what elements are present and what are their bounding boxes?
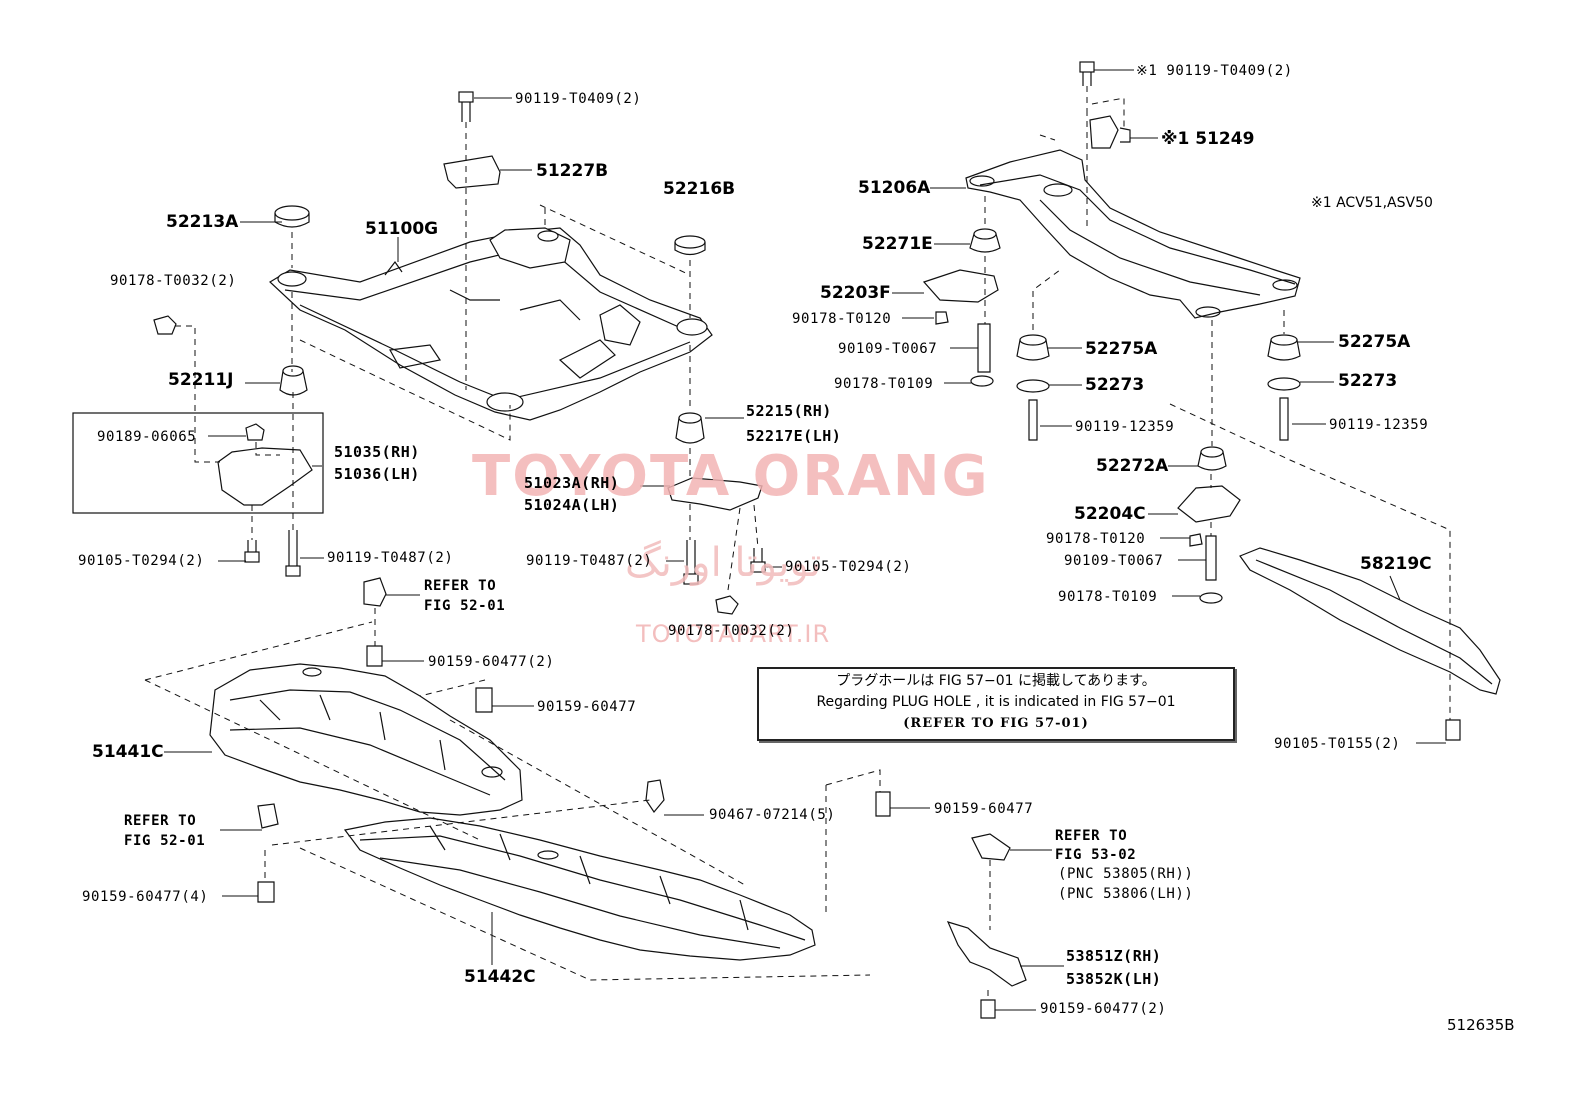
leader-lines (164, 69, 1446, 1011)
part-label: 52271E (862, 234, 933, 254)
part-label: 90105-T0294(2) (78, 553, 205, 569)
part-label: 53852K(LH) (1066, 970, 1162, 988)
part-label: ※1 90119-T0409(2) (1136, 63, 1293, 79)
part-label: 90159-60477(2) (1040, 1001, 1167, 1017)
part-label: 52216B (663, 179, 736, 199)
part-label: 90178-T0032(2) (668, 623, 795, 639)
part-label: 58219C (1360, 554, 1432, 574)
part-label: 90119-12359 (1075, 419, 1175, 435)
part-label: 52272A (1096, 456, 1169, 476)
nut-90178-t0032 (153, 315, 177, 335)
part-label: 90467-07214(5) (709, 807, 836, 823)
part-label: 52215(RH) (746, 402, 832, 420)
footnote: ※1 ACV51,ASV50 (1311, 195, 1433, 211)
part-label: 90178-T0120 (1046, 531, 1146, 547)
part-label: 52204C (1074, 504, 1146, 524)
bush-52213a (274, 205, 310, 228)
part-label: 90105-T0294(2) (785, 559, 912, 575)
bracket-refer-53-02 (971, 833, 1011, 861)
bracket-frame-box (72, 412, 324, 514)
part-label: 51206A (858, 178, 931, 198)
dashed-assembly-lines (144, 86, 1451, 1000)
front-suspension-crossmember (269, 227, 713, 421)
part-label: 53851Z(RH) (1066, 947, 1162, 965)
part-label: (PNC 53805(RH)) (1058, 866, 1194, 882)
part-label: (PNC 53806(LH)) (1058, 886, 1194, 902)
part-label: 52211J (168, 370, 234, 390)
part-label: 51442C (464, 967, 536, 987)
note-line-refer: (REFER TO FIG 57-01) (903, 716, 1089, 731)
bracket-51035 (217, 447, 313, 506)
under-cover-51442c (343, 817, 816, 961)
part-label: 90178-T0109 (834, 376, 934, 392)
part-label: 51023A(RH) (524, 474, 620, 492)
part-label: 52203F (820, 283, 891, 303)
part-label: FIG 53-02 (1055, 847, 1137, 863)
part-label: 90159-60477 (537, 699, 637, 715)
watermark-title: TOYOTA ORANG (472, 444, 990, 509)
plug-hole-note: プラグホールは FIG 57−01 に掲載してあります。 Regarding P… (757, 667, 1235, 741)
part-label: 90178-T0109 (1058, 589, 1158, 605)
stopper-52211j (279, 365, 308, 396)
part-label: 52275A (1338, 332, 1411, 352)
rear-suspension-crossmember (965, 61, 1301, 319)
brace-58219c (1239, 547, 1501, 695)
clip-refer-52-01 (363, 577, 387, 607)
note-line-en: Regarding PLUG HOLE , it is indicated in… (816, 694, 1176, 710)
bracket-51227b (443, 155, 501, 189)
part-label: 51036(LH) (334, 465, 420, 483)
part-label: 90119-T0409(2) (515, 91, 642, 107)
figure-code: 512635B (1447, 1016, 1515, 1034)
part-label: ※1 51249 (1161, 129, 1255, 149)
part-label: 90105-T0155(2) (1274, 736, 1401, 752)
watermark-url: TOYOTAPART.IR (636, 620, 831, 648)
bolts-lower-left (244, 530, 766, 615)
bolt-90119-t0409 (458, 91, 474, 122)
part-label: 90109-T0067 (1064, 553, 1164, 569)
bracket-51023a (667, 477, 763, 511)
stopper-52215 (675, 412, 705, 444)
part-label: 90119-12359 (1329, 417, 1429, 433)
part-label: FIG 52-01 (124, 833, 206, 849)
part-label: FIG 52-01 (424, 598, 506, 614)
part-label: 51024A(LH) (524, 496, 620, 514)
part-label: 51035(RH) (334, 443, 420, 461)
part-label: REFER TO (424, 578, 497, 594)
part-label: 52273 (1338, 371, 1398, 391)
part-label: 51227B (536, 161, 609, 181)
note-line-jp: プラグホールは FIG 57−01 に掲載してあります。 (836, 673, 1156, 689)
engine-under-cover-51441c (209, 663, 523, 816)
part-label: REFER TO (1055, 828, 1128, 844)
part-label: 90189-06065 (97, 429, 197, 445)
part-label: 52213A (166, 212, 239, 232)
part-label: 90159-60477 (934, 801, 1034, 817)
part-label: 90119-T0487(2) (327, 550, 454, 566)
part-label: 52275A (1085, 339, 1158, 359)
bracket-53851z (946, 921, 1027, 987)
part-label: 90119-T0487(2) (526, 553, 653, 569)
bush-52216b (674, 235, 706, 256)
part-label: 52217E(LH) (746, 427, 842, 445)
part-label: 51100G (365, 219, 439, 239)
part-label: 90178-T0032(2) (110, 273, 237, 289)
part-label: 90178-T0120 (792, 311, 892, 327)
part-label: 90109-T0067 (838, 341, 938, 357)
rear-mount-parts (922, 228, 1301, 604)
part-label: REFER TO (124, 813, 197, 829)
part-label: 51441C (92, 742, 164, 762)
part-label: 90159-60477(4) (82, 889, 209, 905)
watermark-persian: تویوتا اورنگ (625, 540, 822, 586)
part-label: 90159-60477(2) (428, 654, 555, 670)
part-label: 52273 (1085, 375, 1145, 395)
